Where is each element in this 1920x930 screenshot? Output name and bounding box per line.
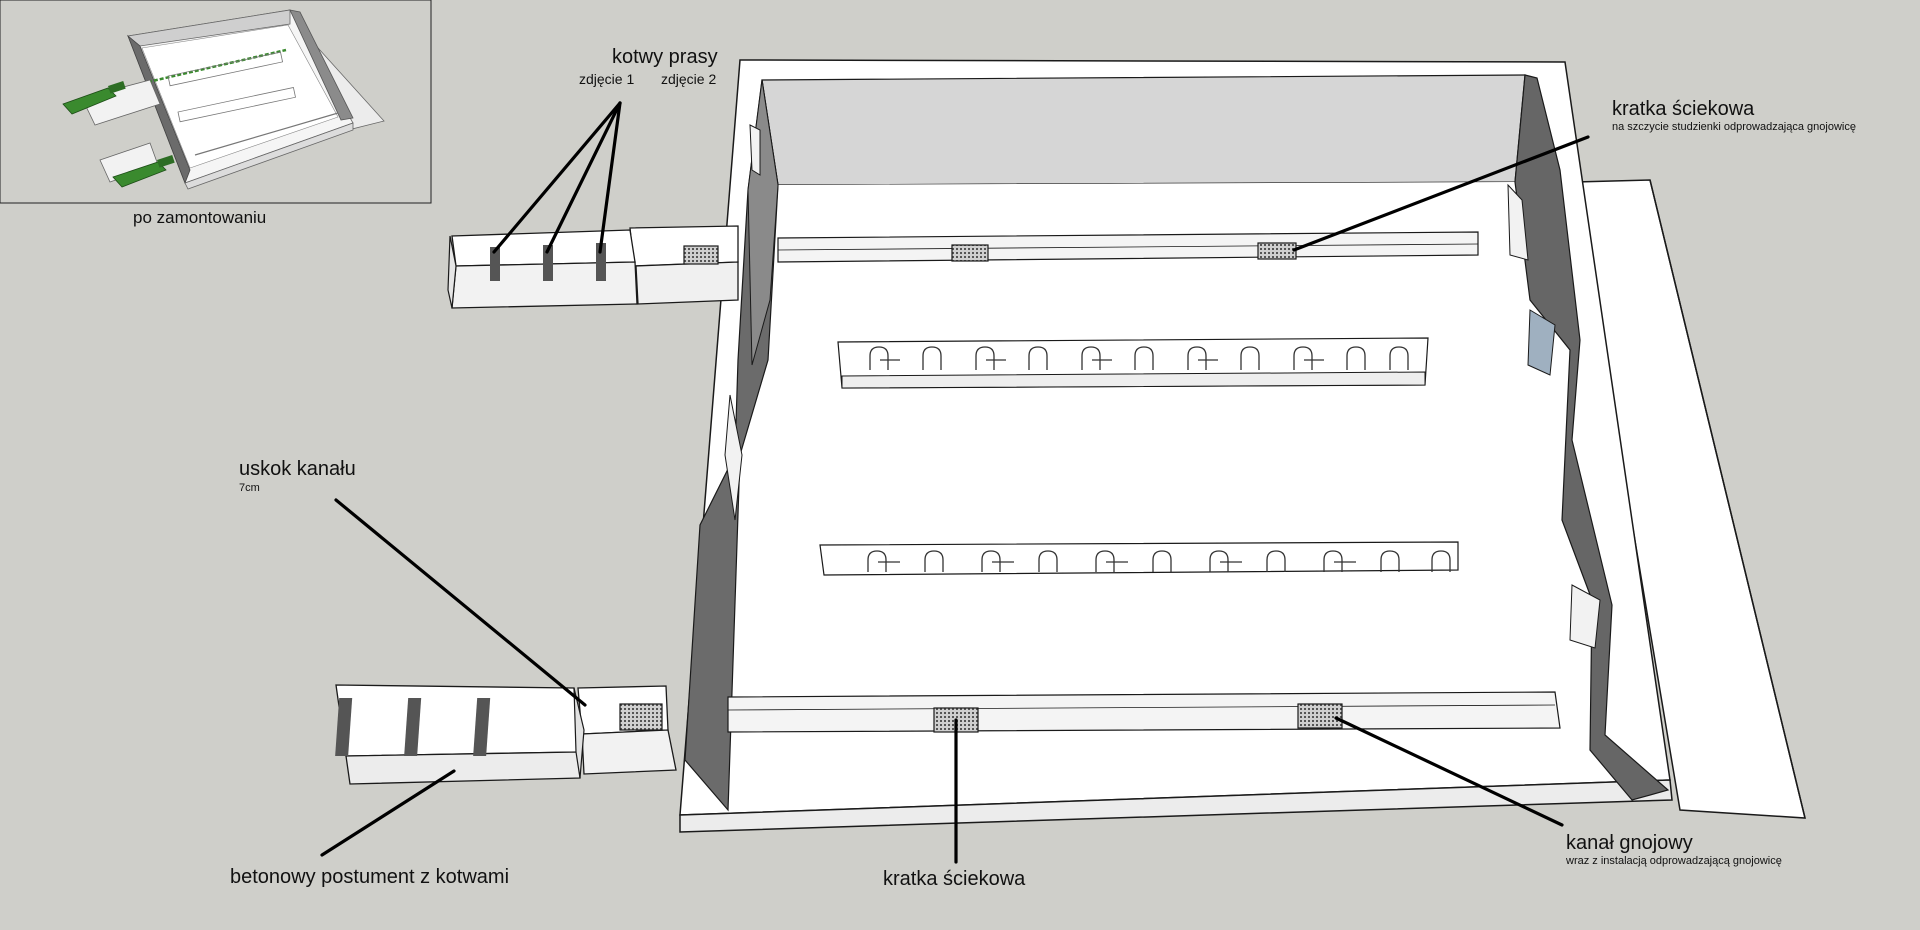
anchor-slot [596, 243, 606, 281]
drain-grate [1257, 242, 1297, 260]
anchor-slot [404, 698, 422, 756]
pedestal-label: betonowy postument z kotwami [230, 866, 510, 888]
leader-line-manure-channel [1334, 716, 1564, 827]
press-machine-icon [62, 81, 126, 115]
leader-line-anchor-1 [492, 101, 622, 254]
lower-channel [577, 685, 677, 775]
anchor-slot [543, 245, 553, 281]
leader-line-drain-top [1292, 135, 1590, 252]
manure-channel-label: kanał gnojowy [1566, 832, 1693, 854]
inset-caption: po zamontowaniu [133, 208, 267, 227]
drain-top-sublabel: na szczycie studzienki odprowadzająca gn… [1612, 121, 1856, 133]
anchor-slot [335, 698, 353, 756]
drain-bottom-label: kratka ściekowa [883, 868, 1026, 890]
drain-grate [683, 245, 719, 265]
drain-grate [1297, 703, 1343, 729]
drain-top-label: kratka ściekowa [1612, 98, 1755, 120]
leader-line-channel-step [334, 498, 587, 707]
back-wall [761, 74, 1526, 186]
upper-channel [629, 225, 739, 305]
channel-step-sublabel: 7cm [239, 482, 260, 494]
leader-line-anchor-2 [545, 101, 622, 254]
upper-pedestal [447, 229, 638, 309]
photo-1-link[interactable]: zdjęcie 1 [579, 71, 635, 87]
drain-grate [619, 703, 663, 731]
leader-lines [320, 101, 1590, 864]
bottom-channel [727, 691, 1561, 733]
manure-channel-sublabel: wraz z instalacją odprowadzającą gnojowi… [1566, 855, 1782, 867]
anchors-label: kotwy prasy [612, 46, 718, 68]
stall-row [837, 337, 1429, 389]
anchor-slot [473, 698, 491, 756]
photo-2-link[interactable]: zdjęcie 2 [661, 71, 717, 87]
drain-grate [951, 244, 989, 262]
anchor-slot [490, 247, 500, 281]
press-machine-icon [112, 155, 175, 188]
leader-line-pedestal [320, 769, 456, 857]
inset-thumbnail [0, 0, 432, 204]
leader-line-anchor-3 [598, 101, 622, 254]
channel-step-label: uskok kanału [239, 458, 356, 480]
stall-row [819, 541, 1459, 576]
lower-pedestal [335, 684, 585, 785]
